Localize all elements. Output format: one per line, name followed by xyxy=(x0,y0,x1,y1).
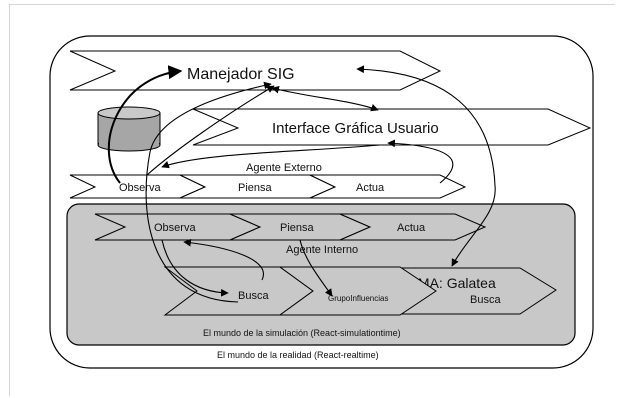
externo-actua-shape xyxy=(309,174,467,199)
arrow-busca-manejador xyxy=(145,81,272,303)
arrow-piensa-grupo xyxy=(299,239,333,297)
arrow-interface-observa xyxy=(161,144,381,169)
simulation-region-label: El mundo de la simulación (React-simulat… xyxy=(203,328,401,338)
externo-actua-label: Actua xyxy=(356,182,385,194)
database-icon xyxy=(97,106,161,152)
interno-actua-label: Actua xyxy=(397,222,426,234)
arrow-observa-busca xyxy=(161,239,229,297)
arrow-manejador-observa xyxy=(107,65,183,184)
reality-region-label: El mundo de la realidad (React-realtime) xyxy=(217,350,379,360)
arrow-busca-observa xyxy=(183,238,265,281)
manejador-sig-label: Manejador SIG xyxy=(187,66,295,83)
busca-left-label: Busca xyxy=(238,290,269,302)
arrow-observa-manejador xyxy=(146,85,275,176)
grupo-influencias-label: GrupoInfluencias xyxy=(328,294,388,303)
interno-piensa-label: Piensa xyxy=(280,222,315,234)
flow-arrows xyxy=(107,65,496,303)
slide-frame xyxy=(9,4,615,396)
busca-right-label: Busca xyxy=(470,294,501,306)
grupo-influencias-shape xyxy=(278,266,437,316)
arrow-manejador-simulador xyxy=(356,65,496,267)
agente-externo-title: Agente Externo xyxy=(246,162,322,174)
externo-observa-label: Observa xyxy=(119,182,161,194)
agente-interno-title: Agente Interno xyxy=(286,244,358,256)
externo-piensa-label: Piensa xyxy=(238,182,273,194)
interno-observa-label: Observa xyxy=(154,222,196,234)
interface-grafica-label: Interface Gráfica Usuario xyxy=(272,120,439,137)
